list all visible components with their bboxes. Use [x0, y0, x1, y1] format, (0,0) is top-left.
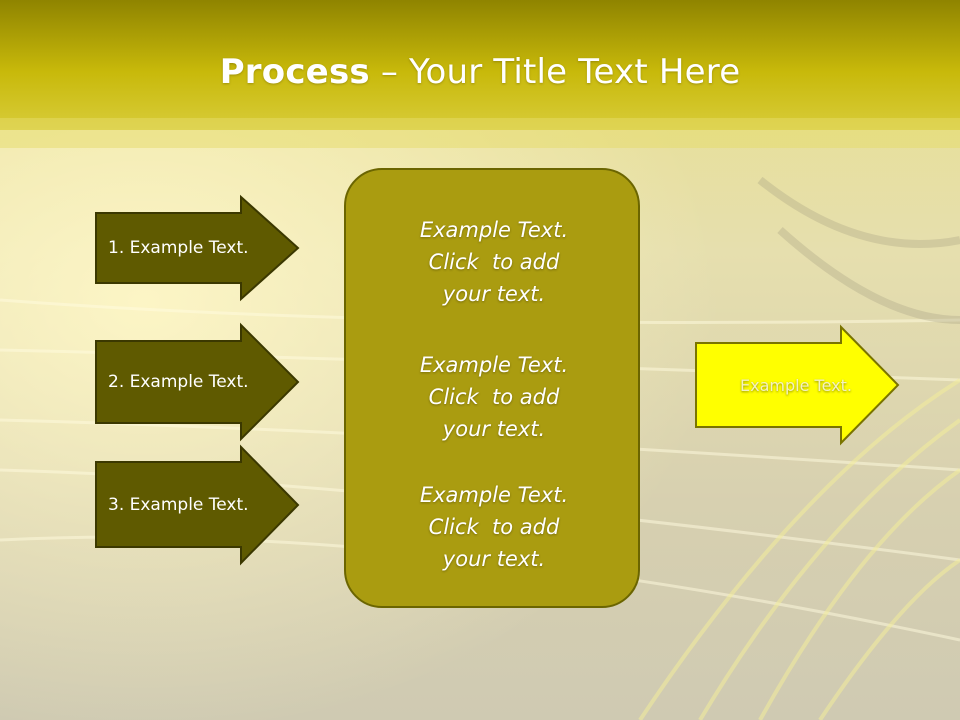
center-paragraph-2-line3: your text. [442, 417, 546, 441]
input-arrow-1: 1. Example Text. [95, 194, 300, 302]
output-arrow-shape [695, 324, 900, 446]
input-arrow-2: 2. Example Text. [95, 322, 300, 442]
output-arrow-label: Example Text. [740, 375, 852, 395]
center-paragraph-2-line1: Example Text. [419, 353, 569, 377]
center-paragraph-2-line2: Click to add [428, 385, 560, 409]
input-arrow-1-label: 1. Example Text. [108, 238, 249, 258]
center-paragraph-1-line1: Example Text. [419, 218, 569, 242]
center-paragraph-2: Example Text. Click to add your text. [346, 349, 642, 445]
input-arrow-1-shape [95, 194, 300, 302]
center-paragraph-1-line3: your text. [442, 282, 546, 306]
center-paragraph-3-line3: your text. [442, 547, 546, 571]
input-arrow-2-label: 2. Example Text. [108, 372, 249, 392]
slide-title: Process – Your Title Text Here [0, 52, 960, 92]
center-paragraph-3-line1: Example Text. [419, 483, 569, 507]
output-arrow: Example Text. [695, 324, 900, 446]
center-paragraph-3: Example Text. Click to add your text. [346, 479, 642, 575]
input-arrow-2-shape [95, 322, 300, 442]
title-bold: Process [219, 52, 370, 92]
title-rest: – Your Title Text Here [369, 52, 741, 92]
input-arrow-3-shape [95, 444, 300, 566]
input-arrow-3-label: 3. Example Text. [108, 495, 249, 515]
center-paragraph-3-line2: Click to add [428, 515, 560, 539]
center-paragraph-1-line2: Click to add [428, 250, 560, 274]
center-paragraph-1: Example Text. Click to add your text. [346, 214, 642, 310]
input-arrow-3: 3. Example Text. [95, 444, 300, 566]
center-process-box: Example Text. Click to add your text. Ex… [344, 168, 640, 608]
